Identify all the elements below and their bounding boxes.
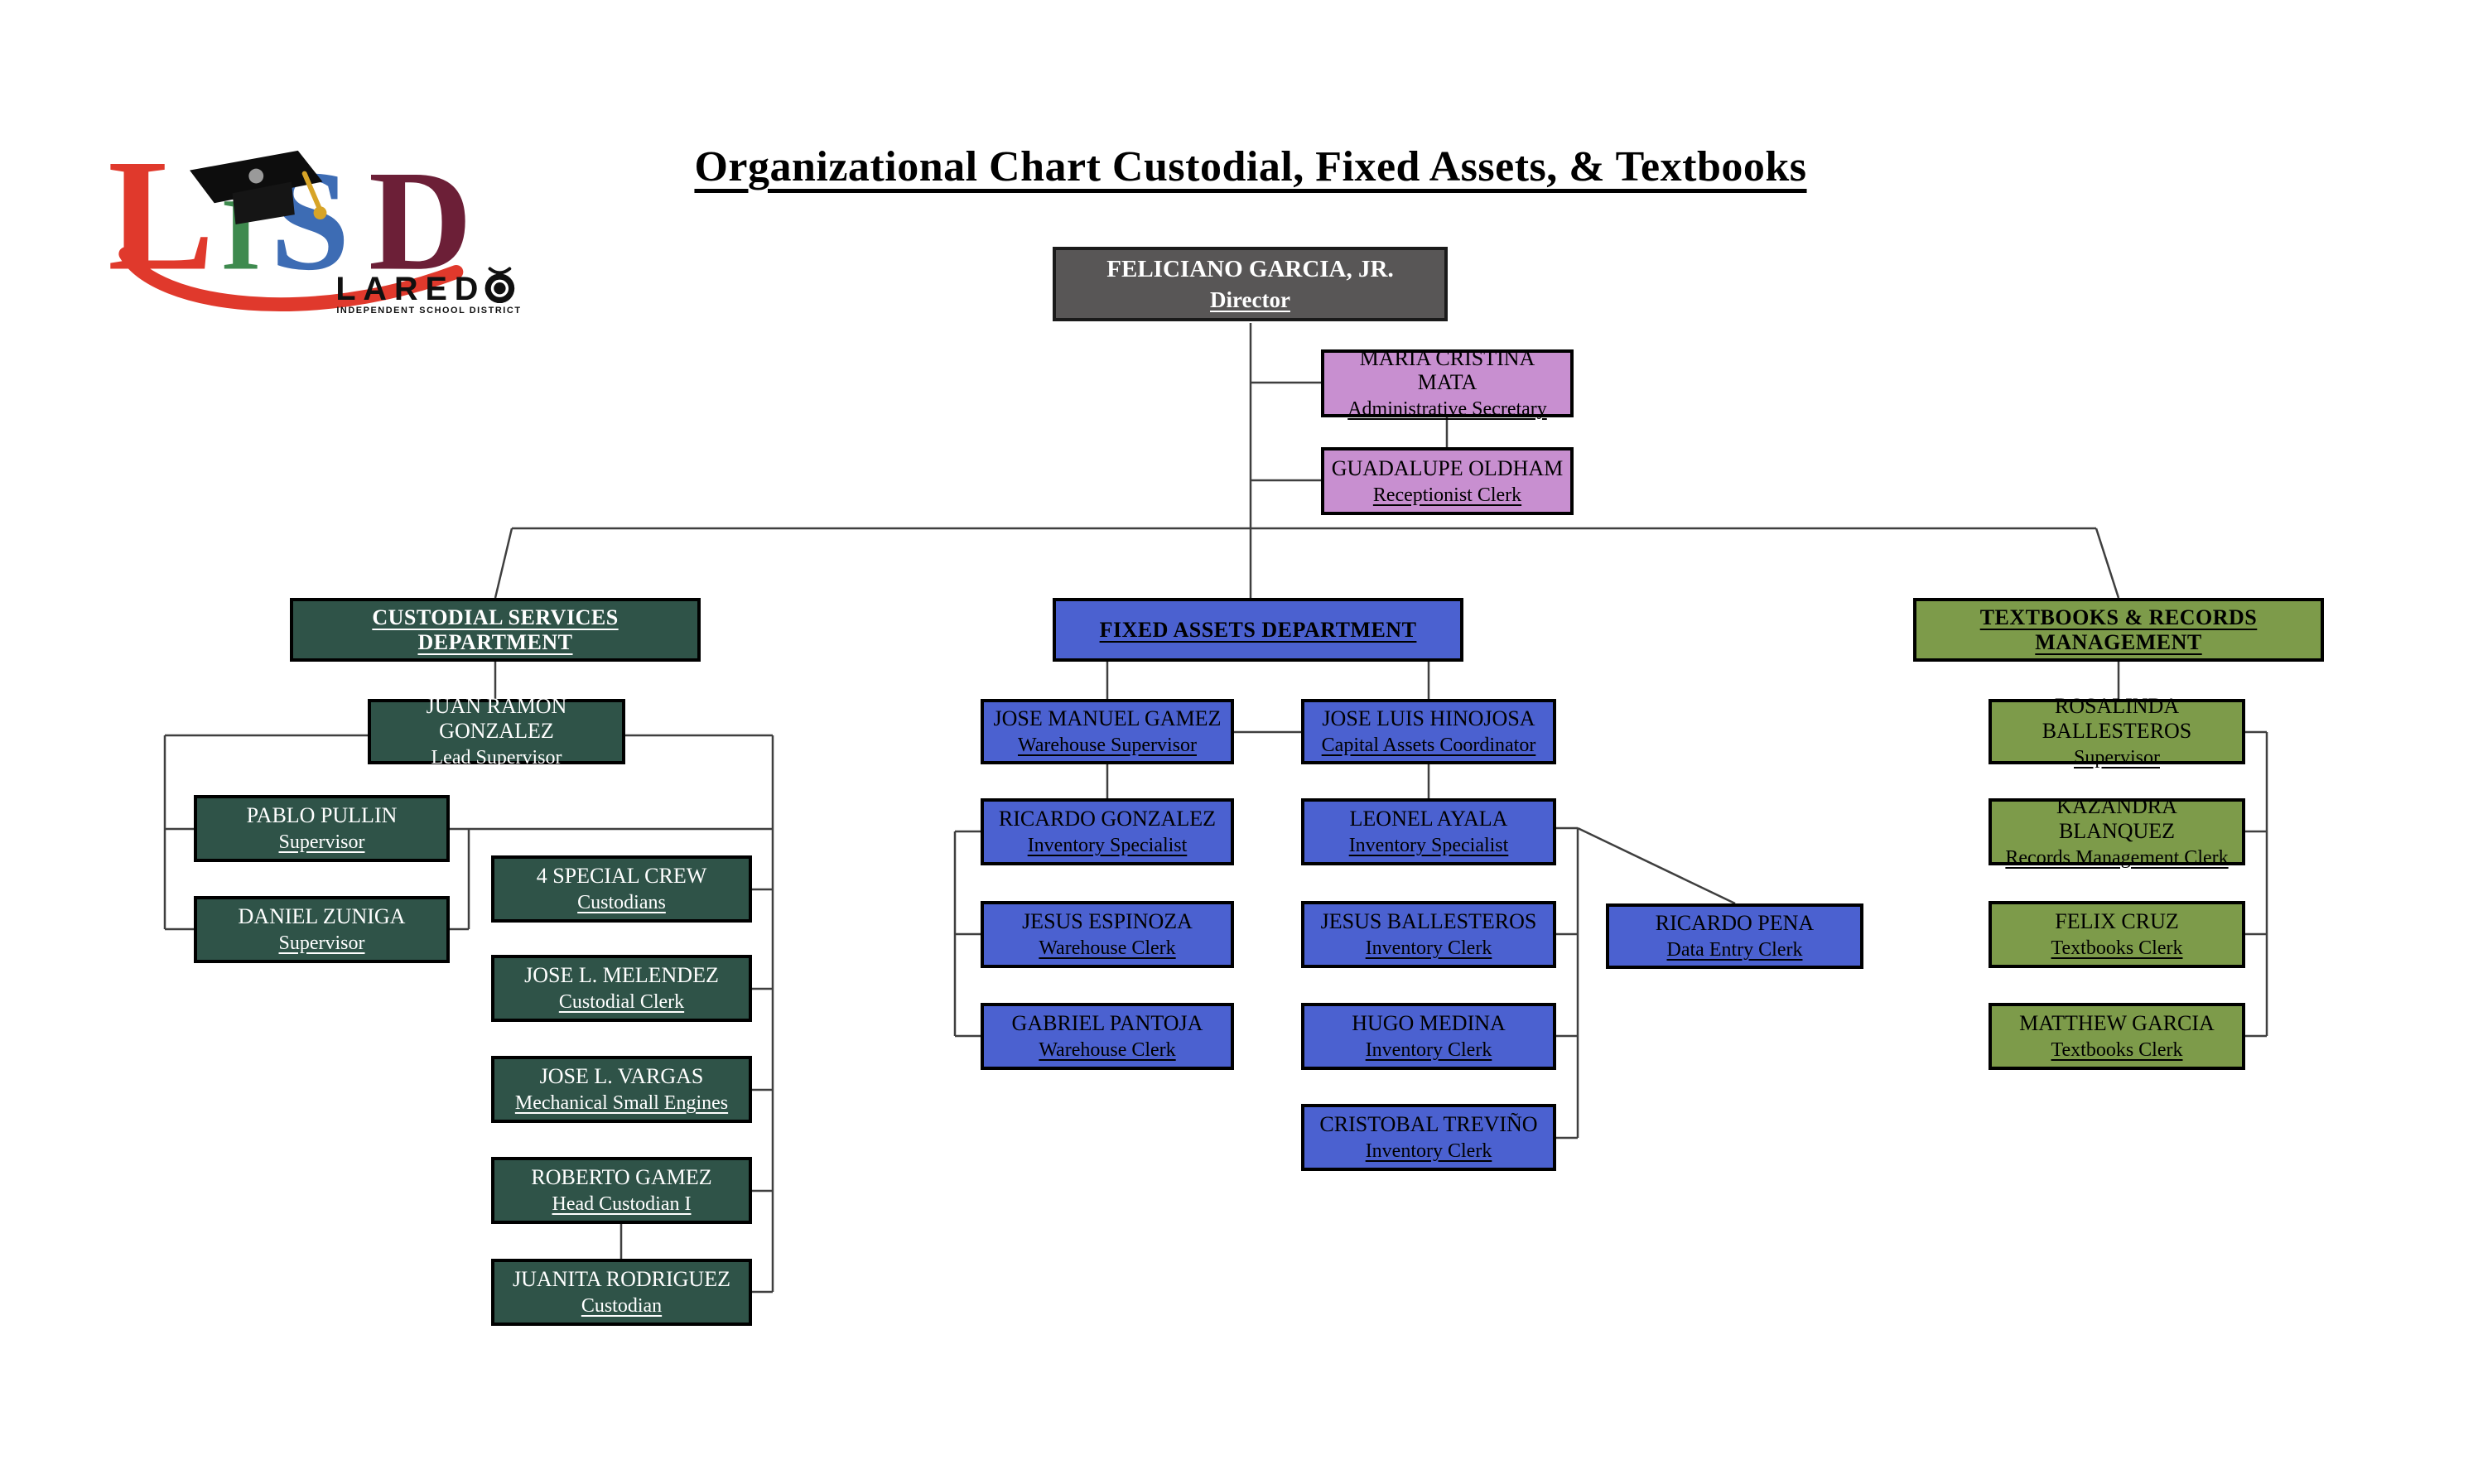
person-title: Warehouse Clerk: [1039, 937, 1176, 960]
page-title: Organizational Chart Custodial, Fixed As…: [694, 143, 1807, 190]
logo-wordmark: LARED: [335, 271, 485, 307]
graduation-cap-icon: [190, 150, 327, 224]
person-title: Data Entry Clerk: [1666, 939, 1803, 961]
org-node-juanita-rodriguez: JUANITA RODRIGUEZ Custodian: [491, 1259, 752, 1326]
dept-header-custodial-services: CUSTODIAL SERVICES DEPARTMENT: [290, 598, 701, 662]
person-title: Supervisor: [2074, 746, 2160, 768]
dept-label: CUSTODIAL SERVICES DEPARTMENT: [372, 605, 619, 654]
org-node-juan-ramon-gonzalez: JUAN RAMON GONZALEZ Lead Supervisor: [368, 694, 625, 768]
org-node-daniel-zuniga: DANIEL ZUNIGA Supervisor: [194, 896, 450, 963]
logo-swoosh: [118, 247, 464, 311]
org-node-jesus-espinoza: JESUS ESPINOZA Warehouse Clerk: [981, 901, 1234, 968]
dept-header-fixed-assets: FIXED ASSETS DEPARTMENT: [1053, 598, 1463, 662]
person-title: Inventory Specialist: [1027, 835, 1188, 857]
person-title: Supervisor: [278, 831, 365, 854]
person-title: Custodians: [577, 892, 666, 914]
person-title: Lead Supervisor: [431, 746, 562, 768]
person-name: RICARDO GONZALEZ: [998, 807, 1217, 831]
person-title: Supervisor: [278, 932, 365, 955]
dept-header-textbooks-records: TEXTBOOKS & RECORDS MANAGEMENT: [1913, 598, 2324, 662]
person-name: LEONEL AYALA: [1349, 807, 1508, 831]
org-node-hugo-medina: HUGO MEDINA Inventory Clerk: [1301, 1003, 1556, 1070]
org-node-felix-cruz: FELIX CRUZ Textbooks Clerk: [1989, 901, 2245, 968]
person-name: FELIX CRUZ: [2055, 909, 2179, 933]
person-name: PABLO PULLIN: [246, 803, 398, 827]
person-name: JOSE MANUEL GAMEZ: [993, 706, 1222, 730]
org-node-jose-luis-hinojosa: JOSE LUIS HINOJOSA Capital Assets Coordi…: [1301, 699, 1556, 764]
org-node-leonel-ayala: LEONEL AYALA Inventory Specialist: [1301, 798, 1556, 865]
person-name: MATTHEW GARCIA: [2019, 1011, 2215, 1035]
person-title: Administrative Secretary: [1347, 398, 1547, 421]
org-node-feliciano-garcia-director: FELICIANO GARCIA, JR. Director: [1053, 247, 1448, 321]
org-node-maria-cristina-mata: MARIA CRISTINA MATA Administrative Secre…: [1321, 345, 1574, 420]
person-title: Custodial Clerk: [558, 991, 685, 1014]
org-node-matthew-garcia: MATTHEW GARCIA Textbooks Clerk: [1989, 1003, 2245, 1070]
org-node-jose-l-melendez: JOSE L. MELENDEZ Custodial Clerk: [491, 955, 752, 1022]
person-name: CRISTOBAL TREVIÑO: [1319, 1112, 1538, 1136]
org-node-rosalinda-ballesteros: ROSALINDA BALLESTEROS Supervisor: [1989, 694, 2245, 768]
logo-letter-d: D: [369, 142, 472, 300]
person-title: Warehouse Clerk: [1039, 1039, 1176, 1062]
org-node-ricardo-pena: RICARDO PENA Data Entry Clerk: [1606, 903, 1863, 969]
person-title: Warehouse Supervisor: [1017, 735, 1197, 757]
person-title: Head Custodian I: [552, 1193, 692, 1216]
person-title: Inventory Clerk: [1365, 1039, 1492, 1062]
person-title: Inventory Specialist: [1348, 835, 1509, 857]
org-node-gabriel-pantoja: GABRIEL PANTOJA Warehouse Clerk: [981, 1003, 1234, 1070]
person-name: JESUS ESPINOZA: [1022, 909, 1193, 933]
person-name: HUGO MEDINA: [1352, 1011, 1506, 1035]
person-name: JESUS BALLESTEROS: [1320, 909, 1537, 933]
org-node-jose-l-vargas: JOSE L. VARGAS Mechanical Small Engines: [491, 1056, 752, 1123]
person-title: Textbooks Clerk: [2051, 1039, 2183, 1062]
org-node-cristobal-trevino: CRISTOBAL TREVIÑO Inventory Clerk: [1301, 1104, 1556, 1171]
apple-o-icon: [484, 267, 515, 304]
person-name: 4 SPECIAL CREW: [536, 864, 707, 888]
person-name: JOSE LUIS HINOJOSA: [1322, 706, 1535, 730]
org-node-jose-manuel-gamez: JOSE MANUEL GAMEZ Warehouse Supervisor: [981, 699, 1234, 764]
lisd-logo: L I S D LARED INDEPENDENT SCHOOL DISTRIC…: [108, 131, 521, 315]
person-name: FELICIANO GARCIA, JR.: [1106, 256, 1394, 283]
person-title: Capital Assets Coordinator: [1321, 735, 1536, 757]
person-name: KAZANDRA BLANQUEZ: [2056, 794, 2177, 843]
person-name: GABRIEL PANTOJA: [1011, 1011, 1203, 1035]
org-node-roberto-gamez: ROBERTO GAMEZ Head Custodian I: [491, 1157, 752, 1224]
org-node-4-special-crew: 4 SPECIAL CREW Custodians: [491, 855, 752, 923]
person-name: ROBERTO GAMEZ: [531, 1165, 712, 1189]
logo-caption: INDEPENDENT SCHOOL DISTRICT: [336, 306, 521, 315]
org-node-pablo-pullin: PABLO PULLIN Supervisor: [194, 795, 450, 862]
person-title: Receptionist Clerk: [1372, 484, 1522, 506]
person-title: Custodian: [581, 1295, 663, 1318]
person-title: Director: [1210, 287, 1290, 312]
person-name: JOSE L. MELENDEZ: [524, 963, 719, 987]
person-name: MARIA CRISTINA MATA: [1359, 345, 1535, 395]
dept-label: TEXTBOOKS & RECORDS MANAGEMENT: [1979, 605, 2258, 654]
person-title: Mechanical Small Engines: [514, 1092, 729, 1115]
person-title: Inventory Clerk: [1365, 1140, 1492, 1163]
dept-label: FIXED ASSETS DEPARTMENT: [1099, 617, 1417, 642]
logo-letter-l: L: [108, 131, 215, 303]
person-title: Inventory Clerk: [1365, 937, 1492, 960]
person-name: RICARDO PENA: [1655, 911, 1815, 935]
person-name: ROSALINDA BALLESTEROS: [2042, 694, 2192, 743]
org-node-guadalupe-oldham: GUADALUPE OLDHAM Receptionist Clerk: [1321, 447, 1574, 515]
org-node-jesus-ballesteros: JESUS BALLESTEROS Inventory Clerk: [1301, 901, 1556, 968]
person-title: Textbooks Clerk: [2051, 937, 2183, 960]
org-node-kazandra-blanquez: KAZANDRA BLANQUEZ Records Management Cle…: [1989, 794, 2245, 869]
person-name: JOSE L. VARGAS: [539, 1064, 704, 1088]
person-name: JUANITA RODRIGUEZ: [513, 1267, 730, 1291]
person-name: GUADALUPE OLDHAM: [1331, 455, 1564, 480]
person-title: Records Management Clerk: [2005, 846, 2229, 869]
person-name: DANIEL ZUNIGA: [238, 904, 406, 928]
person-name: JUAN RAMON GONZALEZ: [426, 694, 567, 743]
org-node-ricardo-gonzalez: RICARDO GONZALEZ Inventory Specialist: [981, 798, 1234, 865]
